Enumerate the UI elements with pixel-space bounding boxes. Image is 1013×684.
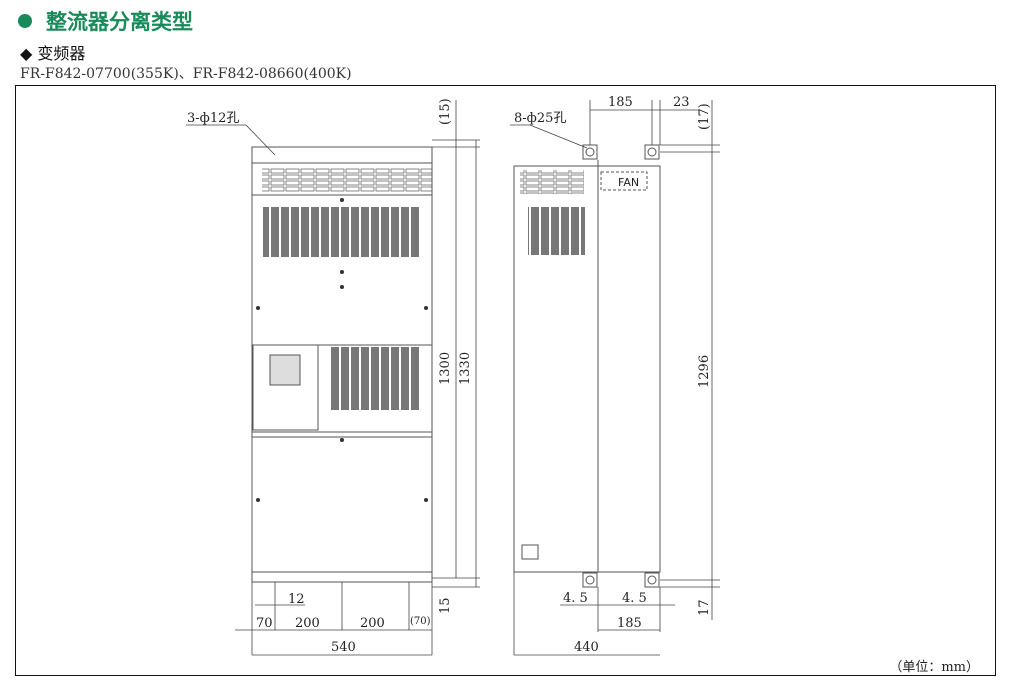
side-dim-185-bottom: 185: [617, 616, 642, 631]
side-dim-23: 23: [673, 95, 690, 110]
front-dim-70: 70: [256, 616, 273, 631]
side-dim-4-5a: 4. 5: [563, 591, 588, 606]
front-dim-top-gap: (15): [438, 98, 453, 125]
side-dim-4-5b: 4. 5: [622, 591, 647, 606]
bullet-icon: [18, 14, 32, 28]
side-dim-17-bottom: 17: [697, 599, 712, 616]
front-hole-note: 3-ф12孔: [187, 111, 239, 126]
subtitle-text: 变频器: [37, 44, 86, 63]
front-dim-1300: 1300: [438, 352, 453, 385]
title-text: 整流器分离类型: [46, 10, 193, 34]
front-dim-70-ref: (70): [410, 616, 431, 627]
drawing-frame: [15, 85, 996, 676]
subtitle: ◆ 变频器: [20, 40, 85, 64]
operation-panel: [252, 344, 319, 431]
front-view: [251, 146, 433, 583]
side-dim-1296: 1296: [697, 355, 712, 388]
units-label: （单位：mm）: [889, 660, 979, 675]
dimension-lines: [186, 100, 720, 656]
model-list: FR-F842-07700(355K)、FR-F842-08660(400K): [20, 66, 352, 82]
front-dim-200b: 200: [360, 616, 385, 631]
side-dim-440: 440: [574, 640, 599, 655]
side-dim-17-top: (17): [697, 103, 712, 130]
section-title: 整流器分离类型: [18, 6, 193, 36]
side-dim-185-top: 185: [608, 95, 633, 110]
fan-label: FAN: [618, 176, 639, 189]
front-dim-bottom-gap: 15: [438, 597, 453, 614]
front-dim-540: 540: [331, 640, 356, 655]
side-hole-note: 8-ф25孔: [514, 111, 566, 126]
diamond-icon: ◆: [20, 44, 33, 63]
front-dim-1330: 1330: [458, 352, 473, 385]
front-dim-12: 12: [288, 592, 305, 607]
front-dim-200a: 200: [295, 616, 320, 631]
side-view: [513, 144, 661, 588]
